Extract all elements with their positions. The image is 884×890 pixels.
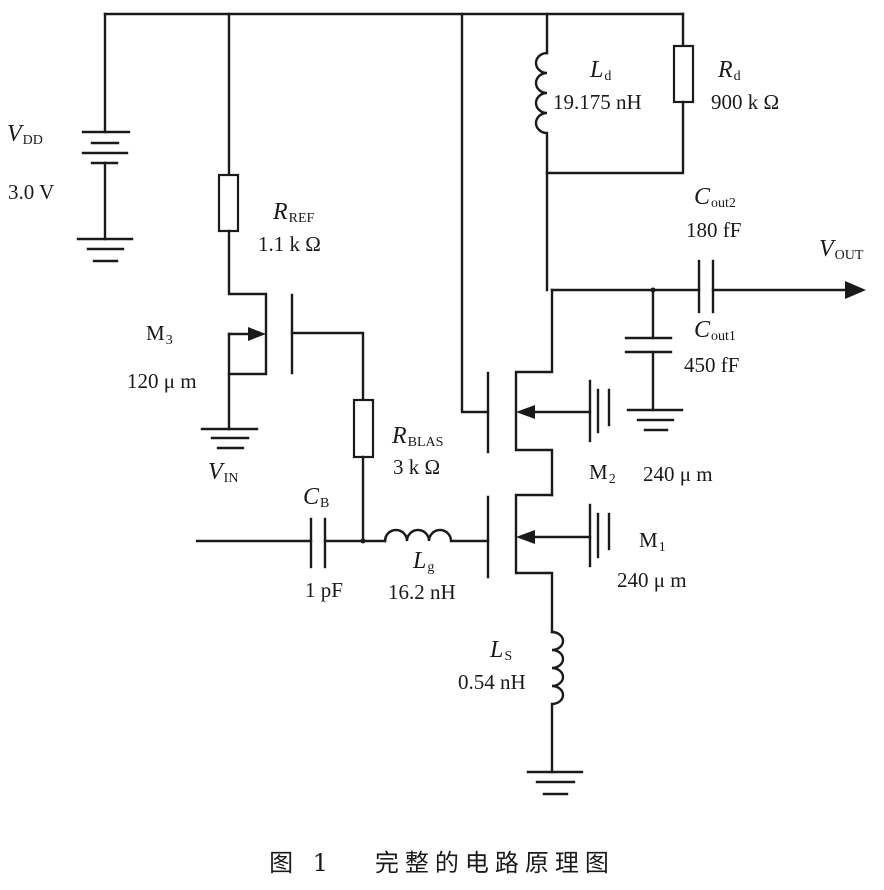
vdd-battery [81,12,131,241]
m3-value: 120 μ m [127,369,197,393]
cb-capacitor [309,517,327,569]
ld-label: Ld [590,57,612,84]
vdd-ground-symbol [76,237,134,263]
ld-value: 19.175 nH [553,90,642,114]
ld-inductor [534,51,549,292]
figure-number: 图 1 [269,849,334,877]
ls-value: 0.54 nH [458,670,526,694]
lg-inductor [383,528,490,543]
figure-caption: 图 1 完整的电路原理图 [0,843,884,878]
rd-value: 900 k Ω [711,90,780,114]
rd-resistor [672,44,695,104]
rbias-value: 3 k Ω [393,455,441,479]
m2-label: M2 [589,460,616,487]
rd-label: Rd [718,57,741,84]
ls-ground-symbol [526,770,584,796]
ls-label: LS [490,637,513,664]
cout2-capacitor [697,259,715,314]
rref-label: RREF [273,199,315,226]
m1-label: M1 [639,528,666,555]
cout1-ground-symbol [626,408,684,432]
rbias-resistor [352,398,375,459]
m3-ground-symbol [200,427,259,450]
vin-label: VIN [208,459,239,486]
ls-inductor [550,630,565,774]
m3-label: M3 [146,321,173,348]
cout1-label: Cout1 [694,317,736,344]
lg-value: 16.2 nH [388,580,456,604]
cb-label: CB [303,484,330,511]
cout2-value: 180 fF [686,218,742,242]
m1-transistor [486,493,611,634]
m3-transistor [227,293,365,431]
cout2-label: Cout2 [694,184,736,211]
rref-resistor [217,173,240,233]
lg-label: Lg [413,548,435,575]
cout1-capacitor [624,291,673,412]
m1-value: 240 μ m [617,568,687,592]
vout-arrow [845,281,866,299]
cout1-value: 450 fF [684,353,740,377]
m2-transistor [486,288,611,497]
vdd-label: VDD [7,121,43,148]
vout-label: VOUT [819,236,864,263]
vdd-value: 3.0 V [8,180,55,204]
m2-value: 240 μ m [643,462,713,486]
cb-value: 1 pF [305,578,343,602]
rref-value: 1.1 k Ω [258,232,321,256]
rbias-label: RBLAS [392,423,444,450]
figure-title: 完整的电路原理图 [374,849,615,877]
